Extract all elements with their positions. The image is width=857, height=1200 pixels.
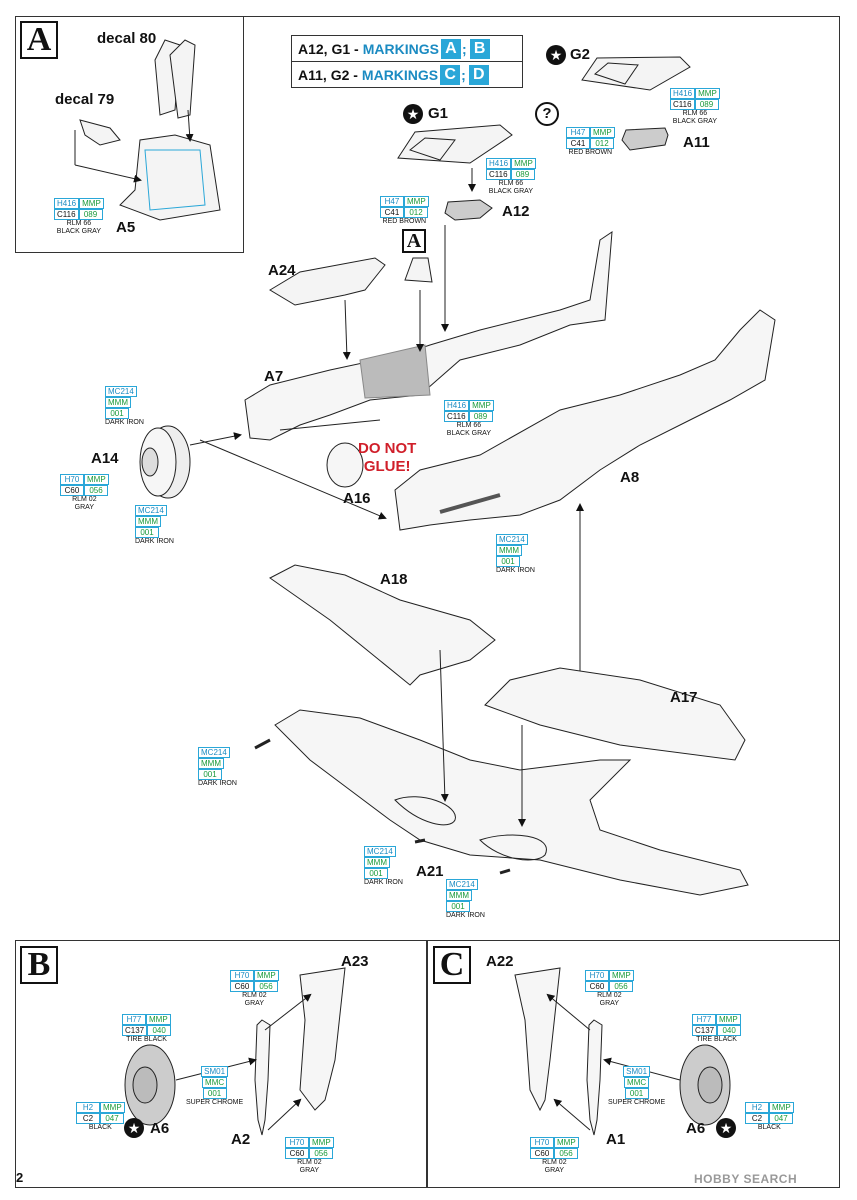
star-icon-g1: ★ xyxy=(403,104,423,124)
fuselage-right-half xyxy=(394,309,776,531)
part-a2-label: A2 xyxy=(231,1131,251,1148)
part-a14-label: A14 xyxy=(91,450,119,467)
do-not-glue-warning: DO NOT GLUE! xyxy=(358,440,416,476)
markings-row-2-word: MARKINGS xyxy=(361,66,439,83)
page-number: 2 xyxy=(16,1170,24,1185)
part-a22-label: A22 xyxy=(486,953,514,970)
paint-callout-a14-top: MC214 MMM 001 DARK IRON xyxy=(105,386,144,426)
part-a16-label: A16 xyxy=(343,490,371,507)
section-a-label: A xyxy=(20,21,58,59)
part-a7-label: A7 xyxy=(264,368,284,385)
marking-b-badge: B xyxy=(469,38,490,59)
section-b-frame xyxy=(15,940,427,1188)
part-a11-label: A11 xyxy=(683,134,710,151)
markings-row-1: A12, G1 - MARKINGS A;B xyxy=(292,36,522,62)
part-a17-label: A17 xyxy=(670,689,698,706)
question-icon: ? xyxy=(535,102,559,126)
section-a-frame xyxy=(15,16,244,253)
part-a23-label: A23 xyxy=(341,953,369,970)
seat-part xyxy=(119,134,221,221)
paint-callout-a21-left: MC214 MMM 001 DARK IRON xyxy=(364,846,403,886)
star-icon-g2: ★ xyxy=(546,45,566,65)
markings-table: A12, G1 - MARKINGS A;B A11, G2 - MARKING… xyxy=(291,35,523,88)
part-a6-c-label: A6 xyxy=(686,1120,706,1137)
section-c-label: C xyxy=(433,946,471,984)
part-a18-label: A18 xyxy=(380,571,408,588)
wing-top-right xyxy=(484,667,746,761)
paint-callout-a14-bottom: MC214 MMM 001 DARK IRON xyxy=(135,505,174,545)
star-icon-a6-b: ★ xyxy=(124,1118,144,1138)
wing-top-left xyxy=(269,564,496,686)
marking-a-badge: A xyxy=(440,38,461,59)
part-a1-label: A1 xyxy=(606,1131,626,1148)
markings-row-1-word: MARKINGS xyxy=(362,40,439,57)
marking-d-badge: D xyxy=(468,64,489,85)
paint-callout-b-chrome: SM01 MMC 001 SUPER CHROME xyxy=(186,1066,244,1106)
section-a-reference: A xyxy=(402,229,426,253)
decal-79-label: decal 79 xyxy=(55,91,115,108)
part-a6-b-label: A6 xyxy=(150,1120,170,1137)
paint-callout-wing-gun: MC214 MMM 001 DARK IRON xyxy=(198,747,237,787)
paint-callout-exhaust: MC214 MMM 001 DARK IRON xyxy=(496,534,535,574)
markings-row-1-label: A12, G1 - xyxy=(298,40,359,57)
markings-row-2: A11, G2 - MARKINGS C;D xyxy=(292,62,522,87)
part-a21-label: A21 xyxy=(416,863,444,880)
part-a5-label: A5 xyxy=(116,219,136,236)
decal-80-label: decal 80 xyxy=(97,30,157,47)
section-c-frame xyxy=(427,940,840,1188)
part-g2-label: G2 xyxy=(570,46,591,63)
part-g1-label: G1 xyxy=(428,105,449,122)
warning-line-1: DO NOT xyxy=(358,440,417,457)
part-a12-label: A12 xyxy=(502,203,530,220)
marking-c-badge: C xyxy=(440,64,461,85)
markings-row-2-label: A11, G2 - xyxy=(298,66,358,83)
star-icon-a6-c: ★ xyxy=(716,1118,736,1138)
part-a24-label: A24 xyxy=(268,262,296,279)
lower-wing xyxy=(274,709,749,896)
paint-callout-c-chrome: SM01 MMC 001 SUPER CHROME xyxy=(608,1066,666,1106)
page-frame-right xyxy=(244,16,840,940)
warning-line-2: GLUE! xyxy=(363,458,411,475)
section-b-label: B xyxy=(20,946,58,984)
watermark: HOBBY SEARCH xyxy=(694,1172,798,1186)
part-a8-label: A8 xyxy=(620,469,640,486)
paint-callout-a21-right: MC214 MMM 001 DARK IRON xyxy=(446,879,485,919)
